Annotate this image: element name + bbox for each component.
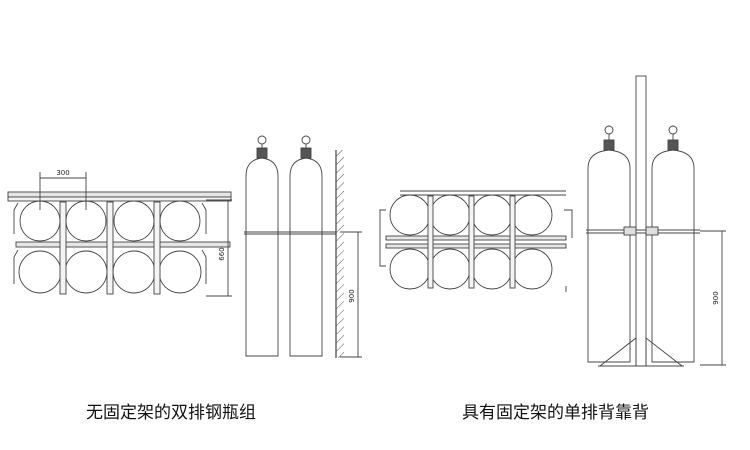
bracket-clip — [201, 249, 207, 284]
cylinder-valve — [603, 139, 615, 151]
bracket — [468, 195, 475, 289]
cylinder-valve-handwheel — [301, 135, 311, 145]
dim-300-label: 300 — [56, 169, 69, 177]
bracket — [153, 201, 161, 295]
bracket — [427, 195, 434, 289]
cylinder-valve — [256, 147, 268, 159]
cylinder-valve — [300, 147, 312, 159]
bracket — [59, 201, 67, 295]
support-post — [635, 75, 647, 367]
caption-right: 具有固定架的单排背靠背 — [462, 403, 649, 423]
bracket-clip — [564, 209, 573, 238]
cylinder-top-view — [112, 250, 156, 294]
cylinder-valve-handwheel — [604, 125, 614, 135]
bracket-clip — [201, 202, 207, 234]
left-top-beam-lower — [7, 196, 232, 202]
cylinder-side-view — [651, 149, 695, 363]
left-top-mid-bar — [15, 241, 231, 248]
cylinder-top-view — [511, 248, 553, 290]
cylinder-side-view — [587, 149, 631, 363]
cylinder-top-view — [471, 248, 513, 290]
cylinder-top-view — [158, 250, 202, 294]
dim-900-label-right: 900 — [712, 291, 720, 304]
cylinder-valve — [667, 139, 679, 151]
dim-660-label: 660 — [218, 247, 226, 260]
left-side-view — [244, 135, 362, 358]
right-top-view — [379, 190, 573, 292]
cylinder-top-view — [113, 200, 155, 242]
bracket-clip — [13, 202, 19, 234]
bracket — [509, 195, 516, 289]
cylinder-side-view — [289, 157, 323, 357]
cylinder-top-view — [159, 200, 201, 242]
cylinder-top-view — [18, 250, 62, 294]
right-mid-bar — [385, 243, 567, 249]
dim-900-label-left: 900 — [348, 289, 356, 302]
cylinder-top-view — [64, 250, 108, 294]
cylinder-top-view — [429, 194, 471, 236]
cylinder-valve-handwheel — [257, 135, 267, 145]
wall-hatch — [336, 150, 344, 358]
right-side-view — [586, 75, 726, 367]
cylinder-top-view — [511, 194, 553, 236]
cylinder-top-view — [389, 194, 431, 236]
cylinder-side-view — [245, 157, 279, 357]
bracket — [106, 201, 114, 295]
cylinder-top-view — [429, 248, 471, 290]
bracket-clip — [379, 209, 386, 267]
left-top-view — [7, 172, 232, 297]
left-top-beam — [7, 191, 232, 198]
strap-clamp — [645, 226, 659, 236]
cylinder-top-view — [389, 248, 431, 290]
cylinder-top-view — [471, 194, 513, 236]
bracket-clip — [13, 249, 19, 284]
strap-clamp — [623, 226, 637, 236]
caption-left: 无固定架的双排钢瓶组 — [86, 403, 256, 423]
cylinder-valve-handwheel — [668, 125, 678, 135]
right-mid-bar — [385, 235, 567, 241]
